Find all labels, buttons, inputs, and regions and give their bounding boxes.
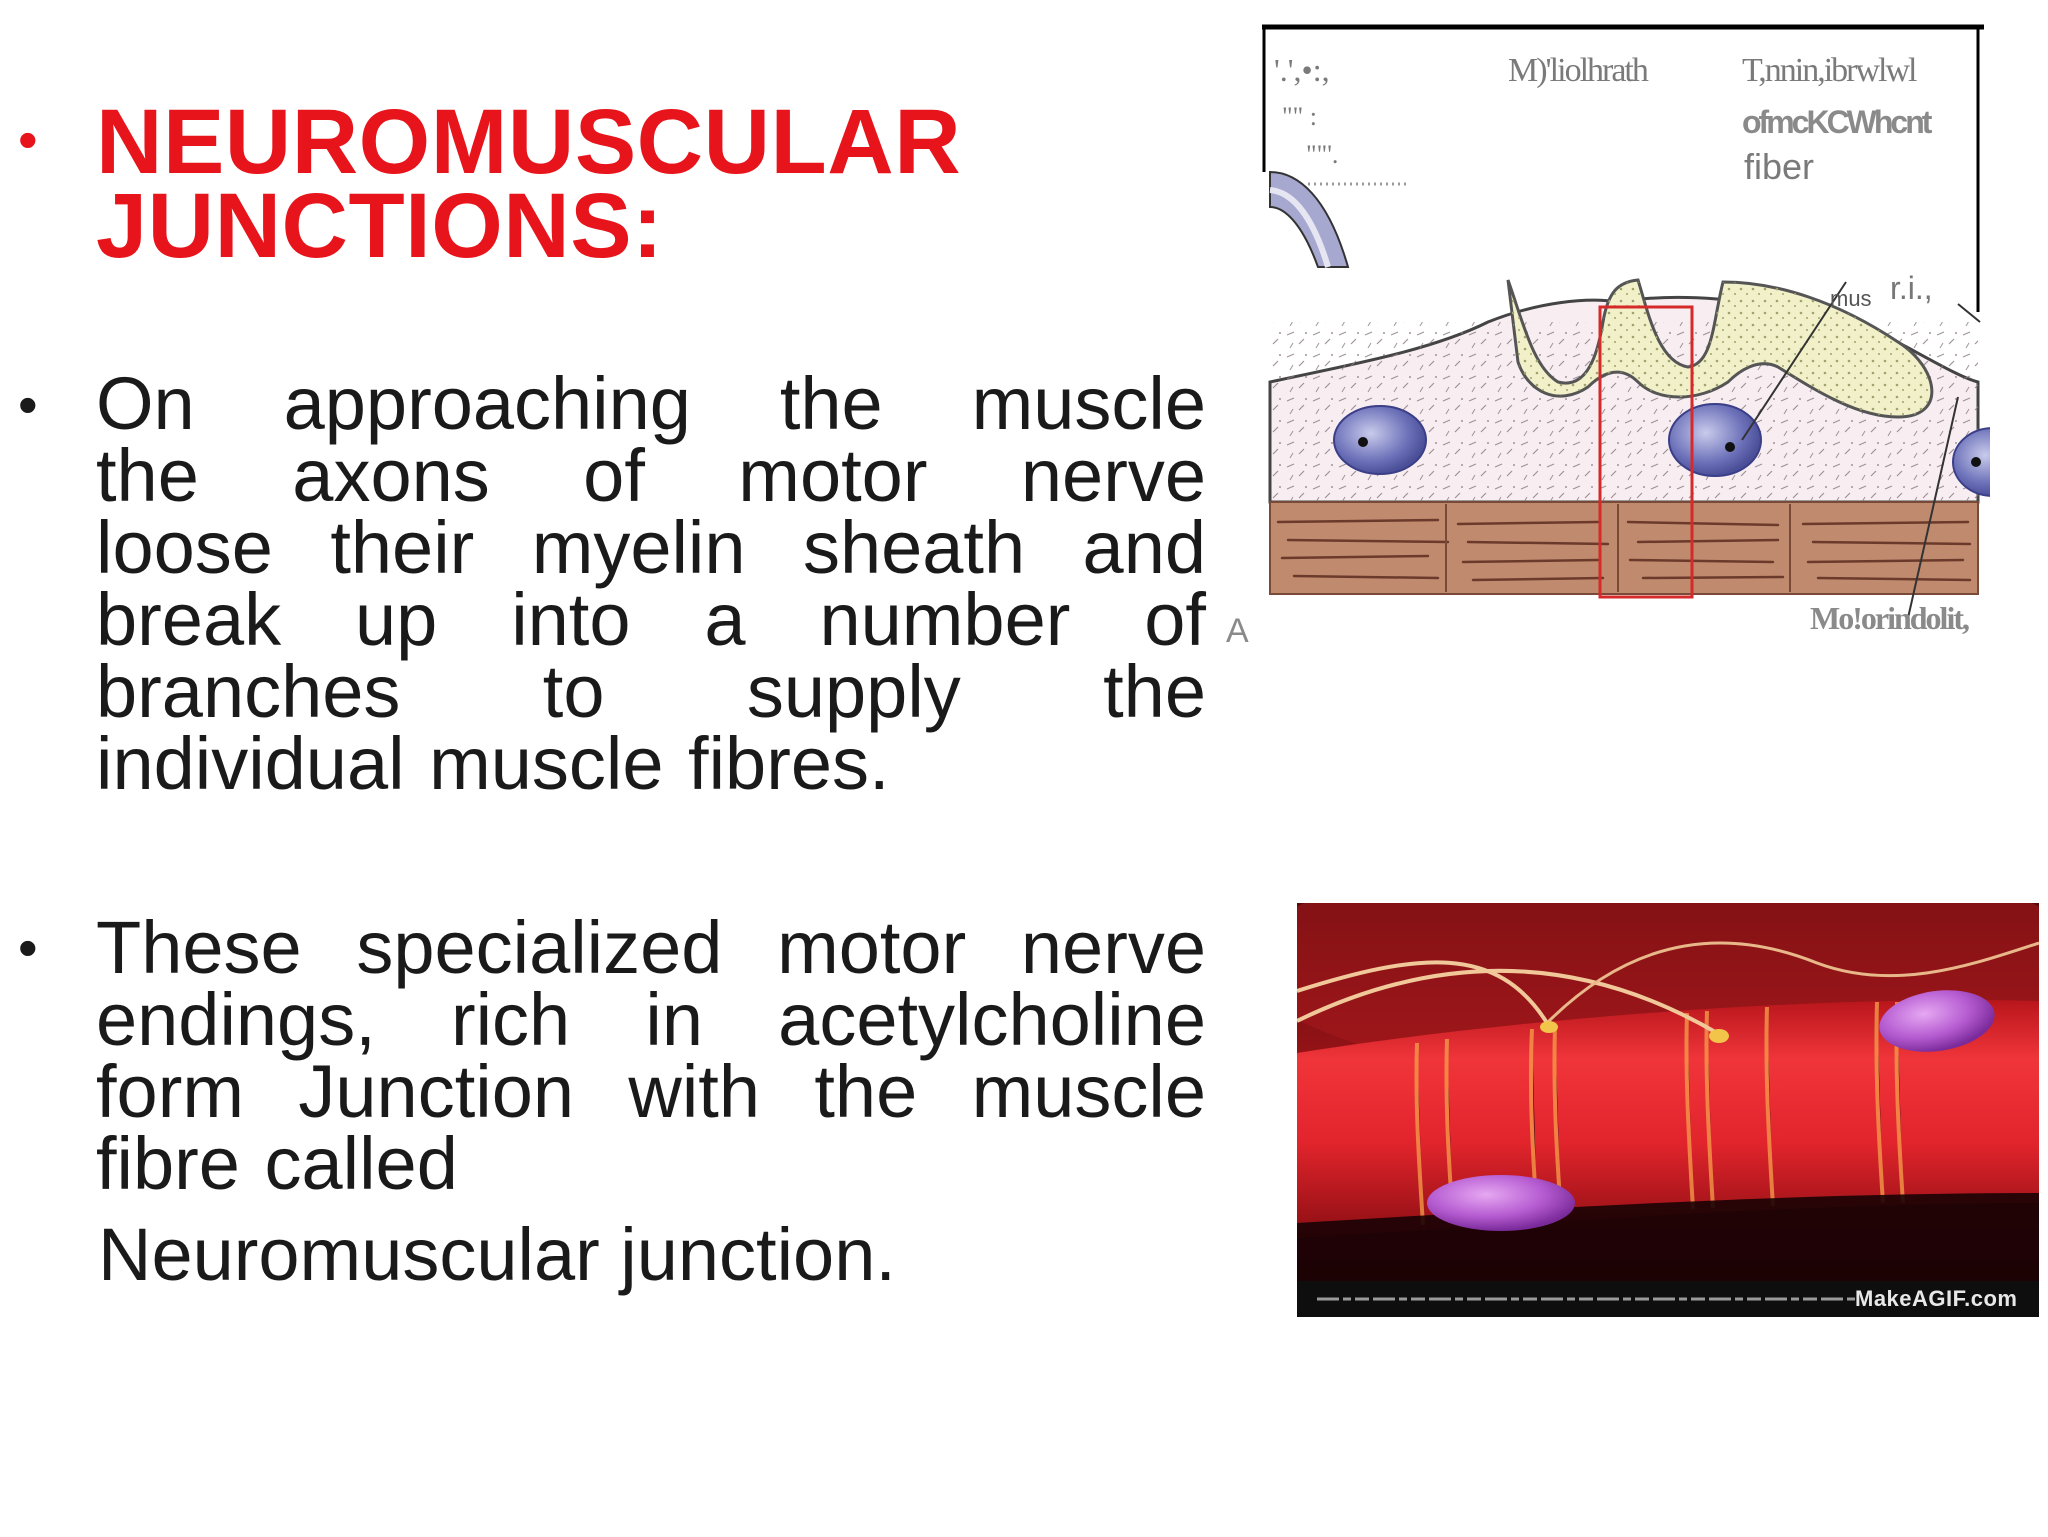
para1-line: the axons of motor nerve [96, 434, 1206, 517]
slide-title: NEUROMUSCULAR JUNCTIONS: [96, 96, 1196, 272]
muscle-fiber-photo [1248, 843, 2048, 1317]
diagram-label-motor: Mo!orindolit, [1810, 600, 1970, 636]
paragraph-1: On approaching the muscle the axons of m… [96, 362, 1206, 805]
para2-bullet: • [18, 916, 38, 979]
para2-tail: Neuromuscular junction. [98, 1213, 896, 1296]
diagram-label-topleft-3: ""'. [1306, 140, 1339, 169]
diagram-label-topleft-1: '.',•:, [1274, 52, 1330, 88]
para1-line: branches to supply the [96, 650, 1206, 733]
nmj-diagram-graphic [1262, 24, 2034, 619]
para1-line: individual muscle fibres. [96, 722, 890, 805]
diagram-label-terminal-1: T,nnin,ibrwlwl [1742, 52, 1917, 89]
para1-line: On approaching the muscle [96, 362, 1206, 445]
para1-line: break up into a number of [96, 578, 1206, 661]
para2-line: endings, rich in acetylcholine [96, 978, 1206, 1061]
diagram-label-myelin: M)'liolhrath [1508, 52, 1649, 89]
paragraph-2: These specialized motor nerve endings, r… [96, 906, 1206, 1205]
para2-line: fibre called [96, 1122, 458, 1205]
figure-letter: A [1226, 612, 1249, 650]
title-bullet: • [18, 108, 38, 171]
para1-line: loose their myelin sheath and [96, 506, 1206, 589]
para1-bullet: • [18, 373, 38, 436]
nmj-diagram: '.',•:, "" : ""'. M)'liolhrath T,nnin,ib… [1258, 22, 2034, 647]
title-line-2: JUNCTIONS: [96, 175, 664, 277]
muscle-fiber-image [1248, 843, 2048, 1317]
diagram-label-terminal-2: ofmcKCWhcnt [1742, 104, 1932, 140]
title-line-1: NEUROMUSCULAR [96, 91, 962, 193]
diagram-label-mus: mus [1830, 286, 1872, 311]
diagram-label-topleft-2: "" : [1282, 102, 1317, 131]
para2-line: These specialized motor nerve [96, 906, 1206, 989]
makeagif-watermark: MakeAGIF.com [1855, 1286, 2018, 1311]
diagram-label-ri: r.i., [1890, 270, 1933, 306]
diagram-label-fiber: fiber [1744, 146, 1815, 187]
para2-line: form Junction with the muscle [96, 1050, 1206, 1133]
